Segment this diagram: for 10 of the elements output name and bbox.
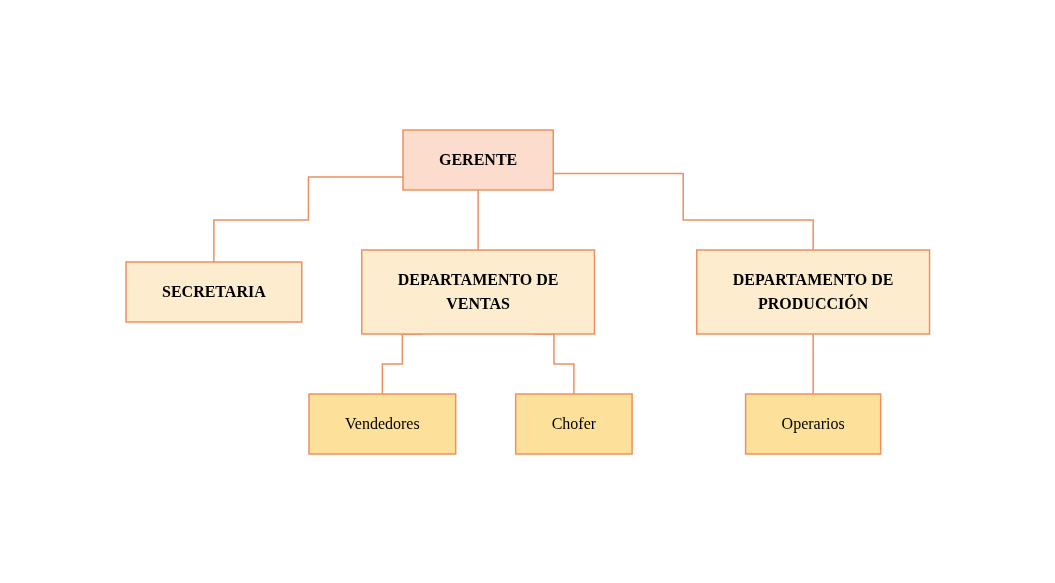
node-box: Vendedores: [308, 392, 457, 455]
node-box: Chofer: [514, 392, 633, 455]
node-box: SECRETARIA: [125, 260, 303, 323]
connector: [812, 332, 814, 395]
node-box: DEPARTAMENTO DE PRODUCCIÓN: [695, 248, 930, 335]
node-box: DEPARTAMENTO DE VENTAS: [360, 248, 595, 335]
connector: [552, 172, 814, 251]
node-box: Operarios: [744, 392, 882, 455]
node-box: GERENTE: [401, 128, 554, 191]
connector: [477, 188, 479, 251]
